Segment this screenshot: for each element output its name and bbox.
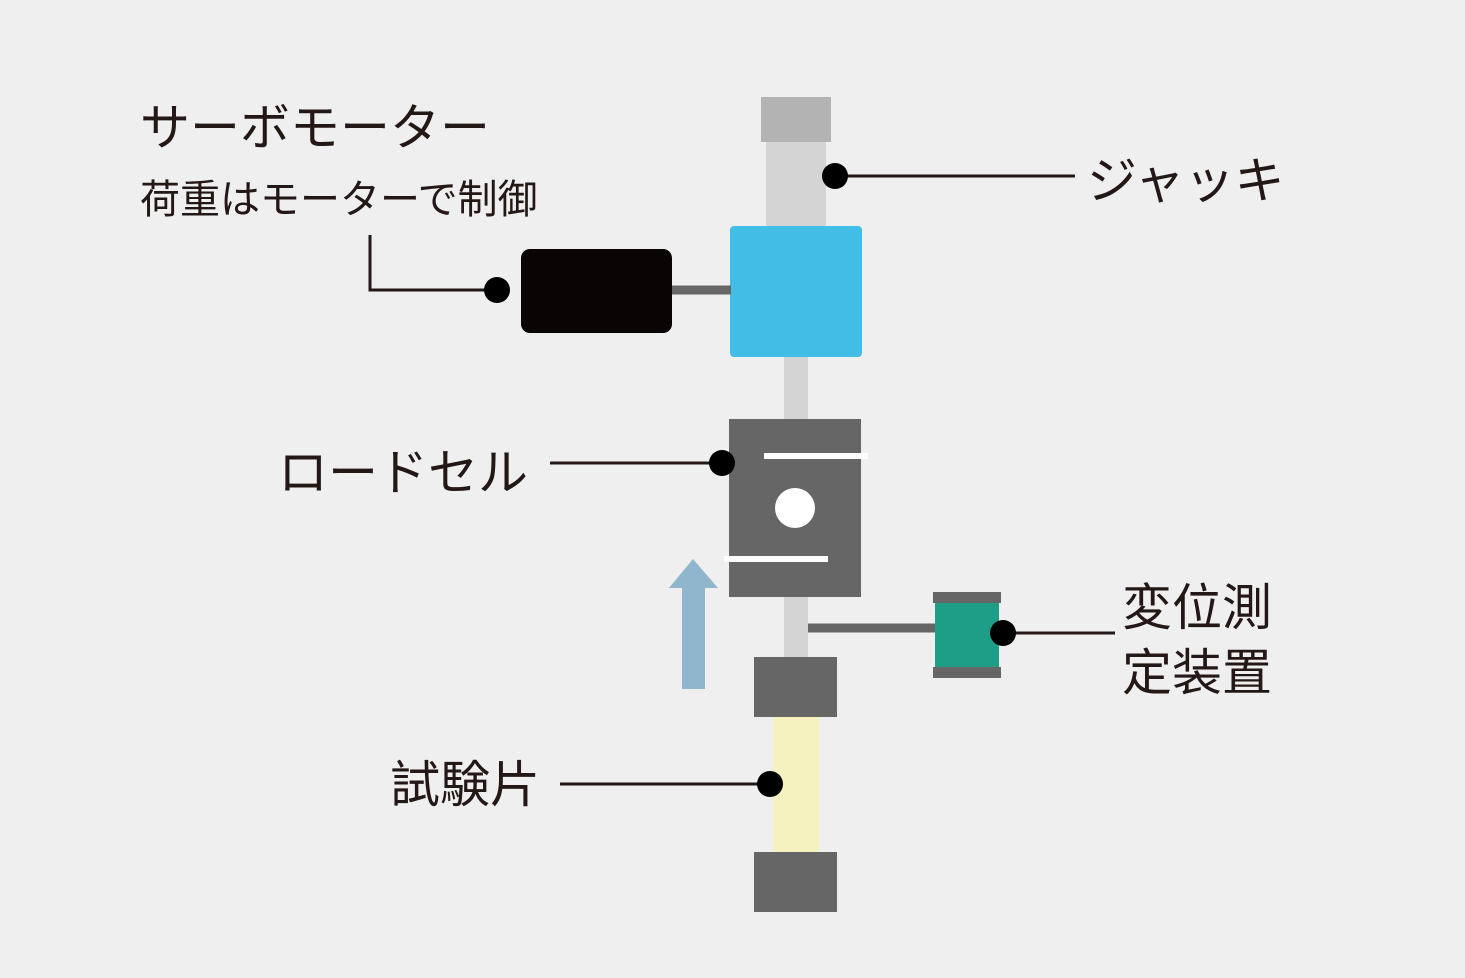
jack-label: ジャッキ — [1087, 152, 1285, 210]
load-cell-label: ロードセル — [278, 444, 528, 502]
upper-rod — [784, 357, 808, 419]
lower-grip — [754, 852, 837, 912]
jack-cap — [761, 97, 831, 142]
servo-motor — [521, 249, 672, 333]
load-cell-hole — [775, 488, 815, 528]
gearbox — [730, 226, 862, 357]
servo-motor-title: サーボモーター — [140, 99, 490, 157]
servo-motor-subtitle: 荷重はモーターで制御 — [140, 177, 538, 223]
callout-dots — [484, 163, 1016, 797]
displacement-label-line2: 定装置 — [1122, 644, 1272, 702]
specimen-label: 試験片 — [390, 756, 540, 814]
upper-grip — [754, 657, 837, 717]
lower-rod — [784, 597, 808, 658]
displacement-sensor — [935, 600, 999, 668]
sensor-cap-top — [933, 592, 1001, 603]
pull-direction-arrow-icon — [669, 559, 718, 689]
displacement-label-line1: 変位測 — [1122, 579, 1272, 637]
sensor-cap-bottom — [933, 667, 1001, 678]
jack-rod — [766, 142, 826, 228]
leader-lines — [368, 174, 1115, 786]
